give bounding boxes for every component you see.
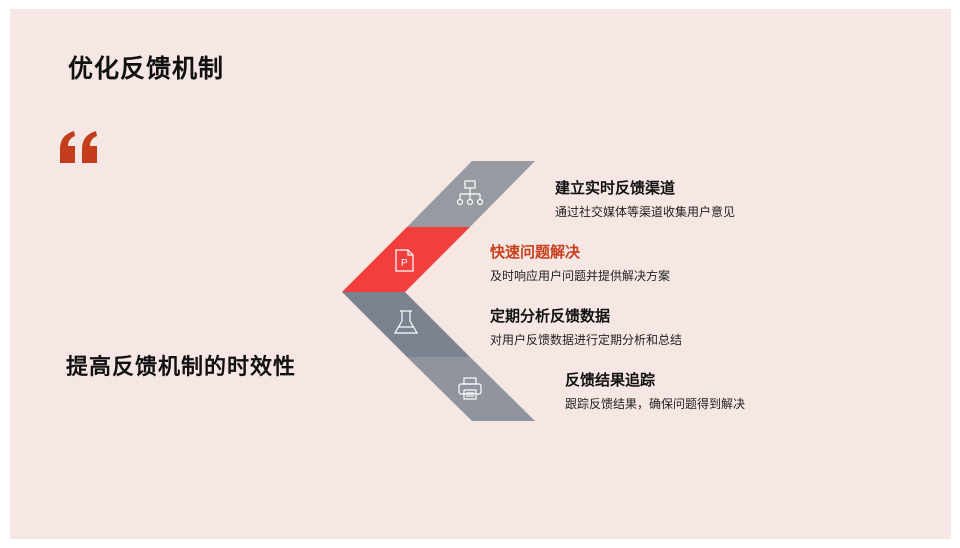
left-double-quote-icon	[60, 131, 97, 163]
list-item: 反馈结果追踪 跟踪反馈结果，确保问题得到解决	[565, 369, 745, 412]
printer-icon	[458, 377, 482, 400]
chevron-graphic: P	[342, 161, 535, 421]
item-description: 对用户反馈数据进行定期分析和总结	[490, 333, 683, 347]
slide: 优化反馈机制 提高反馈机制的时效性 P	[10, 9, 951, 539]
item-description: 及时响应用户问题并提供解决方案	[490, 269, 671, 283]
flask-icon	[393, 310, 419, 334]
slide-title: 优化反馈机制	[68, 54, 225, 83]
item-title: 定期分析反馈数据	[490, 307, 611, 325]
item-title: 建立实时反馈渠道	[555, 179, 676, 197]
svg-text:P: P	[401, 258, 408, 269]
powerpoint-icon: P	[395, 249, 414, 272]
item-title: 反馈结果追踪	[565, 371, 656, 389]
flowchart-icon	[456, 180, 484, 206]
item-description: 跟踪反馈结果，确保问题得到解决	[565, 397, 746, 411]
item-description: 通过社交媒体等渠道收集用户意见	[555, 205, 736, 219]
chevron-band-3	[342, 292, 470, 357]
list-item: 建立实时反馈渠道 通过社交媒体等渠道收集用户意见	[555, 177, 735, 220]
list-item: 快速问题解决 及时响应用户问题并提供解决方案	[490, 241, 670, 284]
chevron-band-2	[342, 227, 470, 292]
item-title: 快速问题解决	[490, 243, 581, 261]
list-item: 定期分析反馈数据 对用户反馈数据进行定期分析和总结	[490, 305, 682, 348]
chevron-band-4	[407, 357, 535, 421]
slide-subtitle: 提高反馈机制的时效性	[66, 355, 297, 380]
